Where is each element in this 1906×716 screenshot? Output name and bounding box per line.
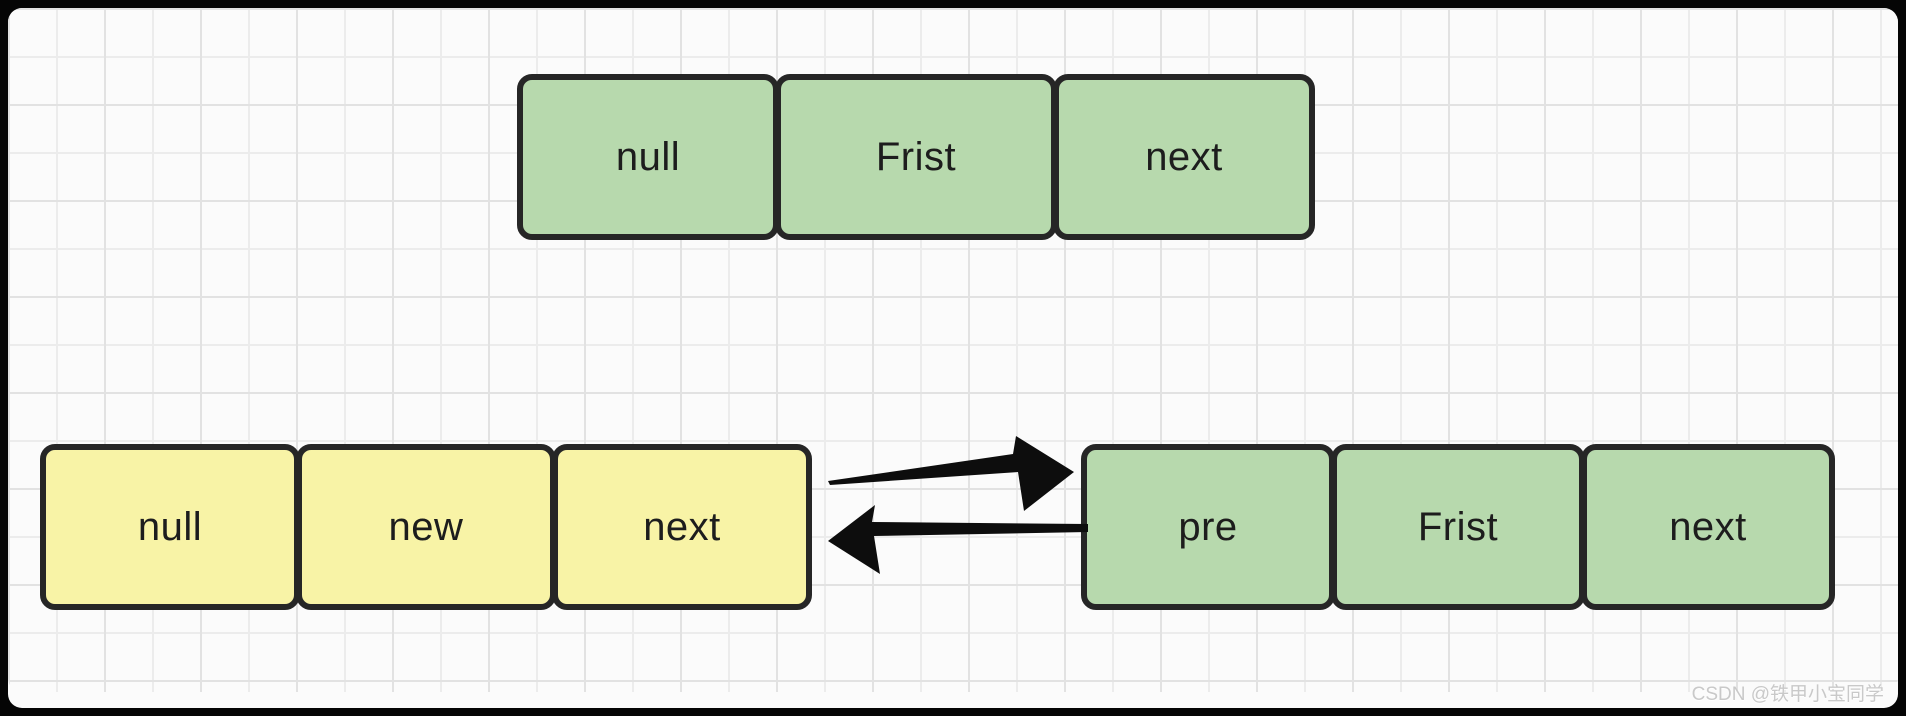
cell-label: next [1145, 134, 1223, 179]
node-cell-prev: null [40, 444, 300, 610]
watermark: CSDN @铁甲小宝同学 [1691, 684, 1884, 705]
node-cell-prev: pre [1081, 444, 1335, 610]
node-cell-value: Frist [1331, 444, 1585, 610]
cell-label: null [615, 134, 681, 179]
node-first-linked: pre Frist next [1081, 444, 1835, 610]
cell-label: null [137, 504, 203, 549]
cell-label: Frist [875, 134, 957, 179]
node-cell-next: next [1053, 74, 1315, 240]
node-cell-value: new [296, 444, 556, 610]
node-new: null new next [40, 444, 812, 610]
cell-label: Frist [1417, 504, 1499, 549]
node-cell-next: next [552, 444, 812, 610]
node-cell-prev: null [517, 74, 779, 240]
drawing-canvas: null Frist next null new next pre [8, 8, 1898, 708]
cell-label: next [1669, 504, 1747, 549]
cell-label: next [643, 504, 721, 549]
cell-label: pre [1178, 504, 1238, 549]
node-first-top: null Frist next [517, 74, 1315, 240]
node-cell-value: Frist [775, 74, 1057, 240]
node-cell-next: next [1581, 444, 1835, 610]
cell-label: new [388, 504, 464, 549]
